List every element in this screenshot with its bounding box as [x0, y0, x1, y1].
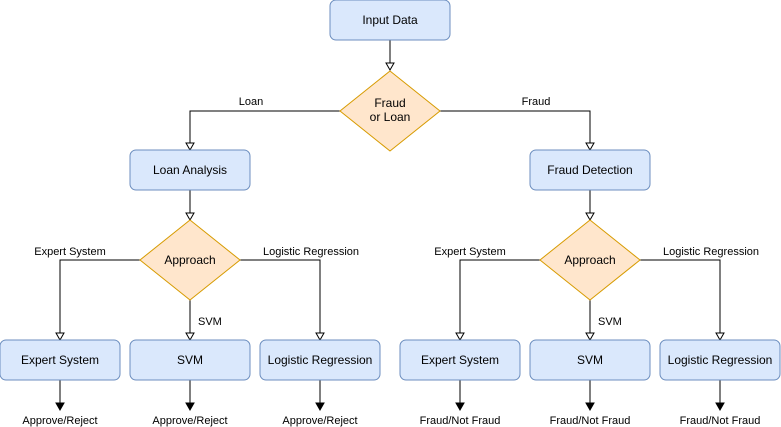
- edge-decision-to-fraud-detection: [440, 110, 595, 152]
- edge-label-fraud-logistic: Logistic Regression: [663, 246, 759, 258]
- node-loan-analysis: Loan Analysis: [129, 149, 251, 191]
- edge-decision-to-loan-analysis: [185, 110, 340, 152]
- node-loan-approach-label: Approach: [164, 253, 215, 267]
- output-fraud-expert: Fraud/Not Fraud: [420, 415, 501, 427]
- edge-label-fraud-svm: SVM: [598, 316, 622, 328]
- edge-label-loan-expert: Expert System: [34, 246, 106, 258]
- edge-fraud-approach-to-logistic: [640, 259, 725, 342]
- node-fraud-logistic-regression-label: Logistic Regression: [668, 353, 773, 367]
- node-input-data-label: Input Data: [362, 13, 418, 27]
- edge-label-fraud-expert: Expert System: [434, 246, 506, 258]
- node-loan-analysis-label: Loan Analysis: [153, 163, 227, 177]
- node-fraud-detection-label: Fraud Detection: [547, 163, 632, 177]
- decision-label-line1: Fraud: [374, 96, 405, 110]
- edge-loan-approach-to-logistic: [240, 259, 325, 342]
- node-loan-expert-system: Expert System: [0, 339, 121, 381]
- output-fraud-logistic: Fraud/Not Fraud: [680, 415, 761, 427]
- output-fraud-svm: Fraud/Not Fraud: [550, 415, 631, 427]
- output-loan-logistic: Approve/Reject: [282, 415, 357, 427]
- node-fraud-or-loan-decision: Fraud or Loan: [339, 70, 441, 152]
- edge-loan-approach-to-expert: [55, 259, 140, 342]
- node-fraud-approach-label: Approach: [564, 253, 615, 267]
- edge-fraud-approach-to-expert: [455, 259, 540, 342]
- node-fraud-expert-system: Expert System: [399, 339, 521, 381]
- node-loan-logistic-regression: Logistic Regression: [259, 339, 381, 381]
- output-loan-svm: Approve/Reject: [152, 415, 227, 427]
- node-loan-expert-system-label: Expert System: [21, 353, 99, 367]
- node-loan-approach: Approach: [139, 219, 241, 301]
- node-fraud-logistic-regression: Logistic Regression: [659, 339, 781, 381]
- node-input-data: Input Data: [329, 0, 451, 41]
- decision-label-line2: or Loan: [370, 110, 411, 124]
- output-loan-expert: Approve/Reject: [22, 415, 97, 427]
- edge-label-loan: Loan: [239, 96, 263, 108]
- node-loan-svm: SVM: [129, 339, 251, 381]
- node-fraud-svm: SVM: [529, 339, 651, 381]
- node-loan-svm-label: SVM: [177, 353, 203, 367]
- edge-label-loan-svm: SVM: [198, 316, 222, 328]
- edge-label-loan-logistic: Logistic Regression: [263, 246, 359, 258]
- node-fraud-detection: Fraud Detection: [529, 149, 651, 191]
- node-fraud-svm-label: SVM: [577, 353, 603, 367]
- node-loan-logistic-regression-label: Logistic Regression: [268, 353, 373, 367]
- node-fraud-expert-system-label: Expert System: [421, 353, 499, 367]
- edge-label-fraud: Fraud: [522, 96, 551, 108]
- node-fraud-approach: Approach: [539, 219, 641, 301]
